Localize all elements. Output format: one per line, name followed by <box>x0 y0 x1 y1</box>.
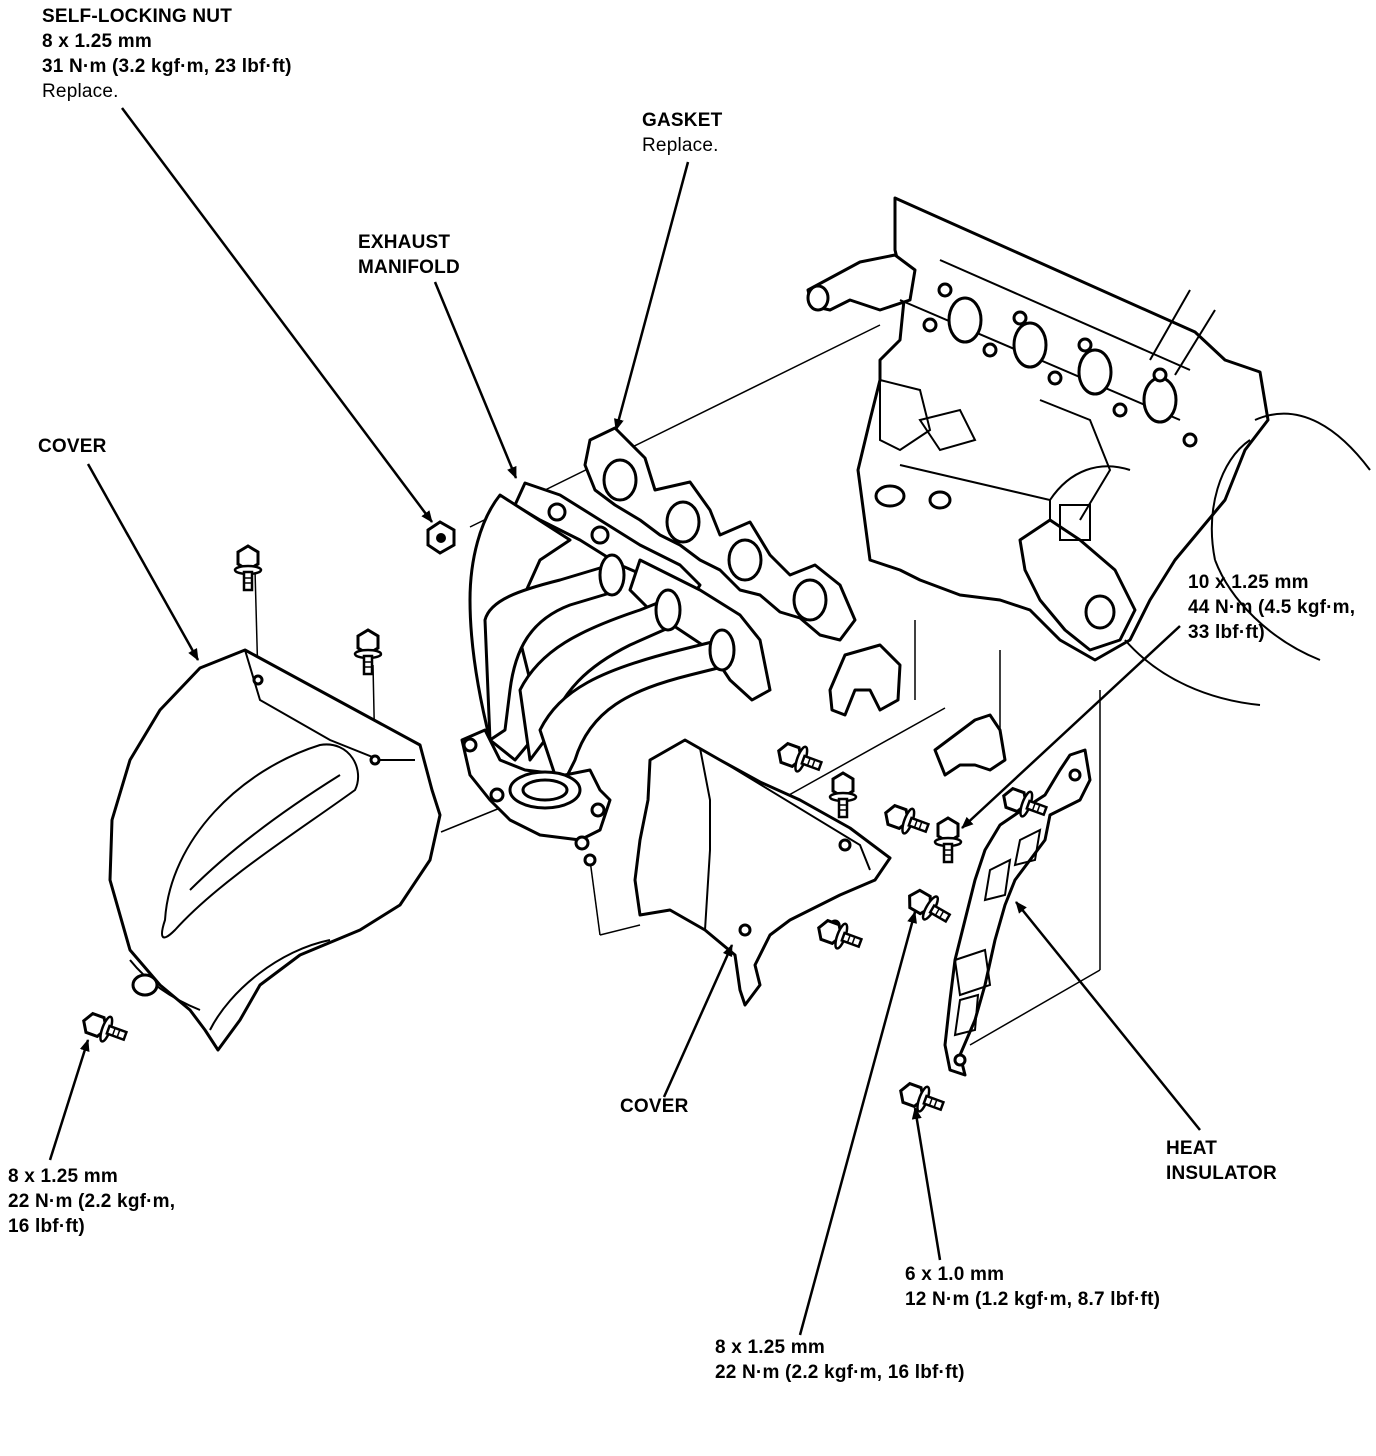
bolt-6-torque: 12 N·m (1.2 kgf·m, 8.7 lbf·ft) <box>905 1289 1161 1310</box>
self-locking-nut-title: SELF-LOCKING NUT <box>42 6 233 27</box>
gasket-label: GASKET Replace. <box>642 108 722 158</box>
exhaust-manifold-part <box>460 481 772 851</box>
self-locking-nut-note: Replace. <box>42 81 119 102</box>
self-locking-nut-size: 8 x 1.25 mm <box>42 31 152 52</box>
leader-lines <box>48 107 1201 1336</box>
cover-left-label: COVER <box>38 434 107 459</box>
bolt-8-left-size: 8 x 1.25 mm <box>8 1166 118 1187</box>
bolt-8-bottom-size: 8 x 1.25 mm <box>715 1337 825 1358</box>
gasket-part <box>583 426 857 642</box>
brackets <box>828 643 1007 777</box>
cover-center-label: COVER <box>620 1094 689 1119</box>
left-cover-part <box>108 648 442 1052</box>
engine-block <box>806 196 1371 706</box>
heat-insulator-line2: INSULATOR <box>1166 1163 1277 1184</box>
gasket-note: Replace. <box>642 135 719 156</box>
exhaust-manifold-line1: EXHAUST <box>358 232 451 253</box>
center-cover-part <box>633 738 892 1007</box>
self-locking-nut-part <box>426 520 456 555</box>
heat-insulator-part <box>943 748 1092 1077</box>
bolt-10-torque1: 44 N·m (4.5 kgf·m, <box>1188 597 1356 618</box>
cover-center-title: COVER <box>620 1096 689 1117</box>
gasket-title: GASKET <box>642 110 723 131</box>
bolts <box>77 544 1052 1120</box>
bolt-8-bottom-torque: 22 N·m (2.2 kgf·m, 16 lbf·ft) <box>715 1362 965 1383</box>
bolt-10-torque2: 33 lbf·ft) <box>1188 622 1265 643</box>
bolt-10-size: 10 x 1.25 mm <box>1188 572 1309 593</box>
self-locking-nut-label: SELF-LOCKING NUT 8 x 1.25 mm 31 N·m (3.2… <box>42 4 292 104</box>
bolt-6-size: 6 x 1.0 mm <box>905 1264 1005 1285</box>
exhaust-manifold-label: EXHAUST MANIFOLD <box>358 230 460 280</box>
heat-insulator-line1: HEAT <box>1166 1138 1218 1159</box>
bolt-8-left-torque1: 22 N·m (2.2 kgf·m, <box>8 1191 176 1212</box>
cover-left-title: COVER <box>38 436 107 457</box>
bolt-8-left-torque2: 16 lbf·ft) <box>8 1216 85 1237</box>
bolt-8-left-label: 8 x 1.25 mm 22 N·m (2.2 kgf·m, 16 lbf·ft… <box>8 1164 175 1239</box>
bolt-10-label: 10 x 1.25 mm 44 N·m (4.5 kgf·m, 33 lbf·f… <box>1188 570 1355 645</box>
exhaust-manifold-line2: MANIFOLD <box>358 257 460 278</box>
self-locking-nut-torque: 31 N·m (3.2 kgf·m, 23 lbf·ft) <box>42 56 292 77</box>
bolt-8-bottom-label: 8 x 1.25 mm 22 N·m (2.2 kgf·m, 16 lbf·ft… <box>715 1335 965 1385</box>
heat-insulator-label: HEAT INSULATOR <box>1166 1136 1277 1186</box>
bolt-6-label: 6 x 1.0 mm 12 N·m (1.2 kgf·m, 8.7 lbf·ft… <box>905 1262 1160 1312</box>
